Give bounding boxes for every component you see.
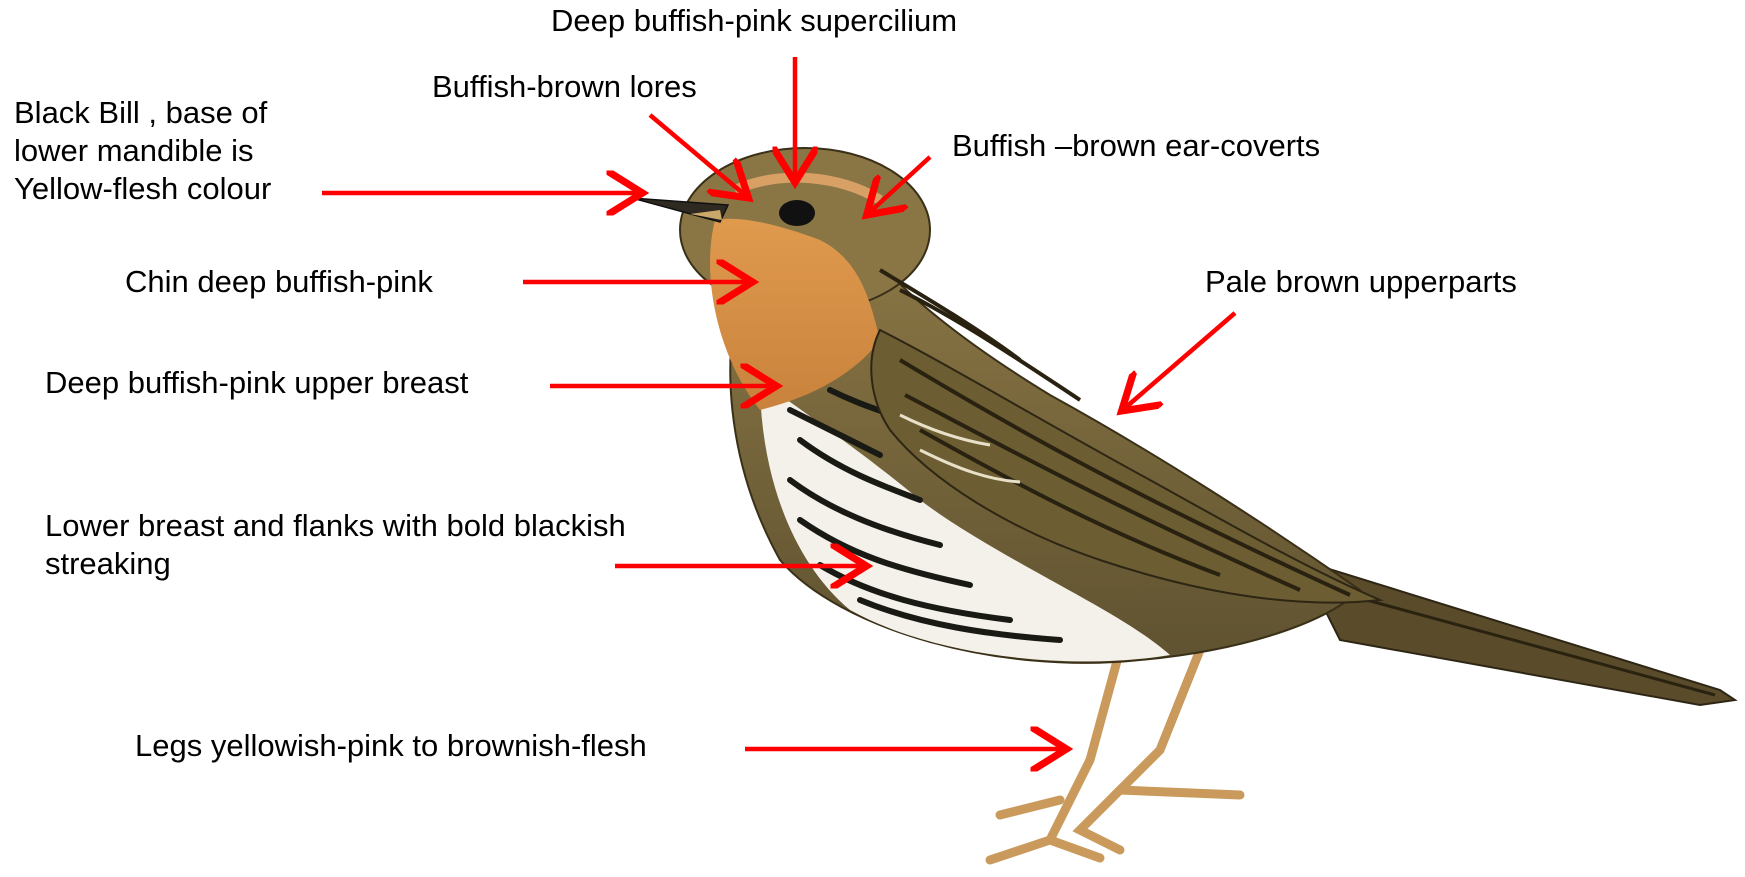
label-upper-breast: Deep buffish-pink upper breast bbox=[45, 364, 468, 402]
label-supercilium: Deep buffish-pink supercilium bbox=[551, 2, 957, 40]
label-chin: Chin deep buffish-pink bbox=[125, 263, 433, 301]
label-ear-coverts: Buffish –brown ear-coverts bbox=[952, 127, 1320, 165]
bird-legs bbox=[990, 650, 1240, 860]
label-upperparts: Pale brown upperparts bbox=[1205, 263, 1517, 301]
label-bill-line-3: Yellow-flesh colour bbox=[14, 170, 304, 208]
label-legs: Legs yellowish-pink to brownish-flesh bbox=[135, 727, 647, 765]
bird-eye bbox=[779, 200, 815, 226]
label-bill-line-2: lower mandible is bbox=[14, 132, 304, 170]
label-lower-breast: Lower breast and flanks with bold blacki… bbox=[45, 507, 725, 583]
label-bill: Black Bill , base of lower mandible is Y… bbox=[14, 94, 304, 208]
label-bill-line-1: Black Bill , base of bbox=[14, 94, 304, 132]
label-lores: Buffish-brown lores bbox=[432, 68, 697, 106]
arrow-lores bbox=[650, 115, 745, 195]
arrow-upperparts bbox=[1125, 313, 1235, 408]
